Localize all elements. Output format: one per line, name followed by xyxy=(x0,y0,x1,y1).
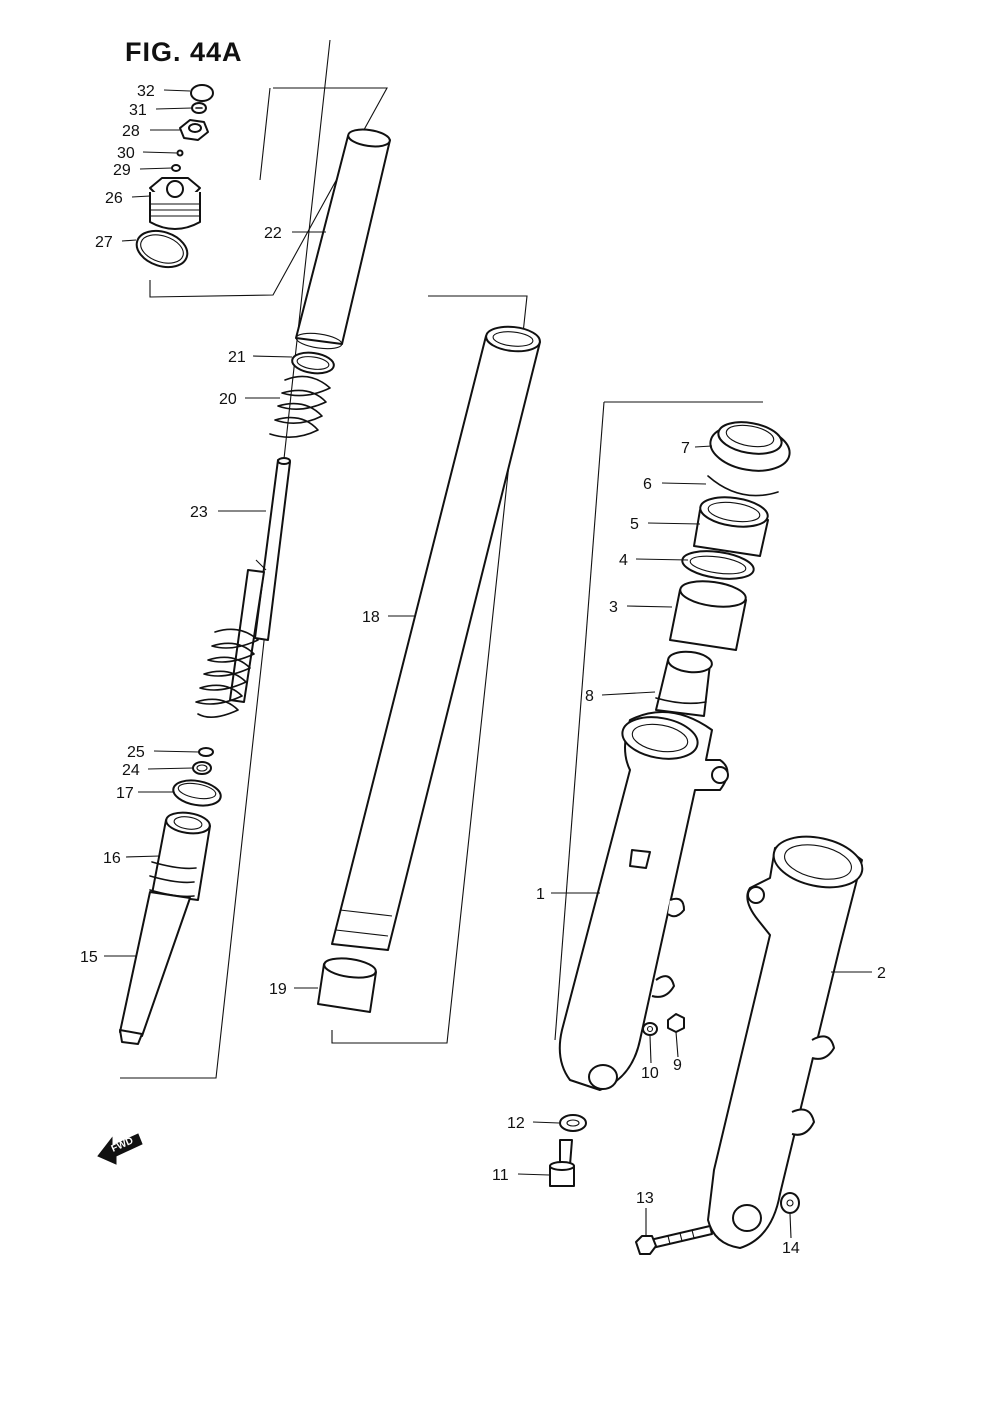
part-23-damper-rod xyxy=(229,457,291,703)
callout-22: 22 xyxy=(264,225,282,242)
part-1-outer-tube xyxy=(558,711,729,1091)
callout-18: 18 xyxy=(362,609,380,626)
part-2-outer-tube xyxy=(707,835,864,1249)
callout-5: 5 xyxy=(630,516,639,533)
part-20-spring xyxy=(269,375,331,438)
part-29-oring xyxy=(171,164,181,172)
group-frame-inner-tube xyxy=(331,295,528,1044)
part-18-inner-tube xyxy=(331,325,541,951)
callout-14: 14 xyxy=(782,1240,800,1257)
callout-11: 11 xyxy=(492,1167,509,1184)
callout-16: 16 xyxy=(103,850,121,867)
callout-19: 19 xyxy=(269,981,287,998)
part-26-cap-bolt xyxy=(149,177,201,230)
callout-25: 25 xyxy=(127,744,145,761)
fwd-arrow-icon: FWD xyxy=(97,1133,143,1165)
part-22-spacer xyxy=(295,128,391,350)
part-5-oil-seal xyxy=(693,496,769,557)
callout-4: 4 xyxy=(619,552,628,569)
part-6-stopper-ring xyxy=(707,475,779,497)
part-21-washer xyxy=(291,351,335,375)
part-10-washer xyxy=(642,1022,658,1036)
part-11-bolt xyxy=(549,1139,575,1187)
callout-17: 17 xyxy=(116,785,134,802)
group-frame-outer-tube xyxy=(554,401,763,1041)
part-32-cap xyxy=(190,84,214,102)
group-frame-cap xyxy=(149,87,388,298)
callout-1: 1 xyxy=(536,886,545,903)
part-9-bolt xyxy=(667,1013,685,1033)
part-25-clip xyxy=(198,747,214,757)
part-27-oring xyxy=(135,229,189,269)
callout-32: 32 xyxy=(137,83,155,100)
callout-10: 10 xyxy=(641,1065,659,1082)
part-24-washer xyxy=(192,761,212,775)
part-16-piston-ring xyxy=(149,811,211,901)
callout-13: 13 xyxy=(636,1190,654,1207)
part-19-bushing xyxy=(317,957,377,1013)
part-13-bolt xyxy=(635,1225,713,1255)
callout-12: 12 xyxy=(507,1115,525,1132)
part-17-ring xyxy=(172,779,222,807)
figure-title: FIG. 44A xyxy=(125,37,243,67)
callout-6: 6 xyxy=(643,476,652,493)
part-31-screw xyxy=(191,102,207,114)
callout-21: 21 xyxy=(228,349,246,366)
callout-30: 30 xyxy=(117,145,135,162)
callout-31: 31 xyxy=(129,102,147,119)
callout-2: 2 xyxy=(877,965,886,982)
callout-24: 24 xyxy=(122,762,140,779)
part-14-washer xyxy=(780,1192,800,1214)
callout-9: 9 xyxy=(673,1057,682,1074)
part-7-dust-seal xyxy=(709,421,791,472)
part-23-rebound-spring xyxy=(195,628,259,718)
part-15-cylinder xyxy=(119,891,191,1045)
part-12-washer xyxy=(559,1114,587,1132)
callout-8: 8 xyxy=(585,688,594,705)
group-frame-damper xyxy=(120,39,331,1079)
leader-lines xyxy=(104,89,872,1239)
callout-28: 28 xyxy=(122,123,140,140)
callout-29: 29 xyxy=(113,162,131,179)
callout-7: 7 xyxy=(681,440,690,457)
part-28-adjuster xyxy=(179,119,209,141)
part-3-guide-bushing xyxy=(669,580,747,651)
callout-3: 3 xyxy=(609,599,618,616)
callout-20: 20 xyxy=(219,391,237,408)
callout-23: 23 xyxy=(190,504,208,521)
callout-26: 26 xyxy=(105,190,123,207)
callout-27: 27 xyxy=(95,234,113,251)
callout-15: 15 xyxy=(80,949,98,966)
callouts: 32 31 28 30 29 26 27 22 21 20 23 25 24 1… xyxy=(80,83,886,1257)
part-30-washer xyxy=(176,149,184,157)
part-8-oil-lock-piece xyxy=(655,650,713,717)
